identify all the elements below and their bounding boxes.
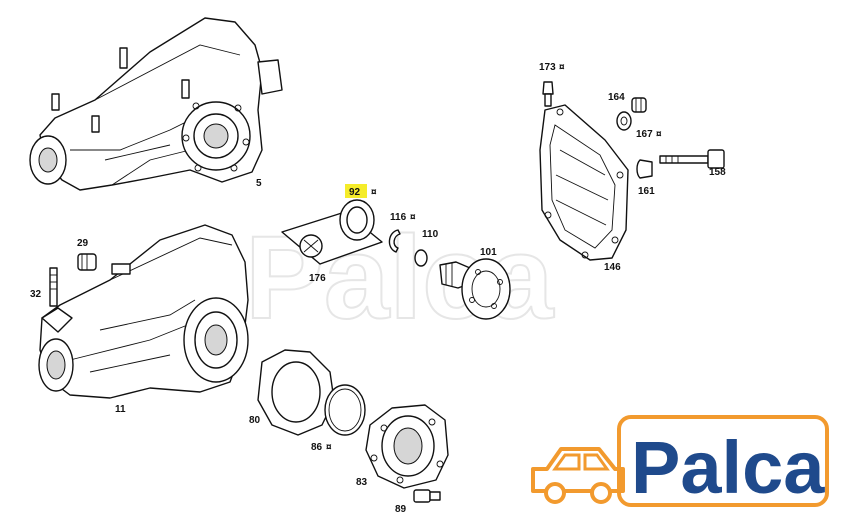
label-173: 173	[539, 62, 556, 73]
label-80: 80	[249, 415, 261, 426]
washer-part	[616, 111, 632, 131]
gasket-part	[257, 349, 335, 436]
label-11: 11	[115, 404, 126, 415]
label-146: 146	[604, 262, 621, 273]
star-92: ¤	[371, 187, 377, 198]
label-89: 89	[395, 504, 407, 515]
stud-part	[49, 267, 58, 307]
ring-part	[414, 249, 428, 267]
label-101: 101	[480, 247, 497, 258]
label-5: 5	[256, 178, 262, 189]
highlight-92	[345, 184, 367, 198]
shaft-seal-part	[339, 199, 375, 241]
label-92: 92	[349, 187, 361, 198]
star-167: ¤	[656, 129, 662, 140]
label-158: 158	[709, 167, 726, 178]
drain-plug-part	[631, 97, 647, 113]
label-164: 164	[608, 92, 625, 103]
label-110: 110	[422, 229, 439, 240]
circlip-part	[388, 229, 401, 253]
logo-text: Palca	[631, 426, 825, 509]
label-116: 116	[390, 212, 407, 223]
breather-part	[542, 81, 554, 107]
differential-housing-lower	[38, 224, 249, 399]
star-173: ¤	[559, 62, 565, 73]
bolt-part	[413, 489, 441, 503]
cover-flange-part	[365, 404, 449, 489]
label-176: 176	[309, 273, 326, 284]
palca-logo: Palca	[531, 415, 829, 509]
star-86: ¤	[326, 442, 332, 453]
o-ring-part	[324, 384, 366, 436]
plug-part	[77, 253, 97, 271]
rear-cover-part	[539, 104, 629, 261]
label-167: 167	[636, 129, 653, 140]
label-83: 83	[356, 477, 368, 488]
label-29: 29	[77, 238, 89, 249]
label-32: 32	[30, 289, 42, 300]
bush-part	[636, 159, 653, 179]
long-bolt-part	[659, 149, 725, 169]
drive-flange-part	[439, 258, 511, 320]
label-161: 161	[638, 186, 655, 197]
star-116: ¤	[410, 212, 416, 223]
label-86: 86	[311, 442, 323, 453]
differential-housing-upper	[29, 17, 283, 191]
